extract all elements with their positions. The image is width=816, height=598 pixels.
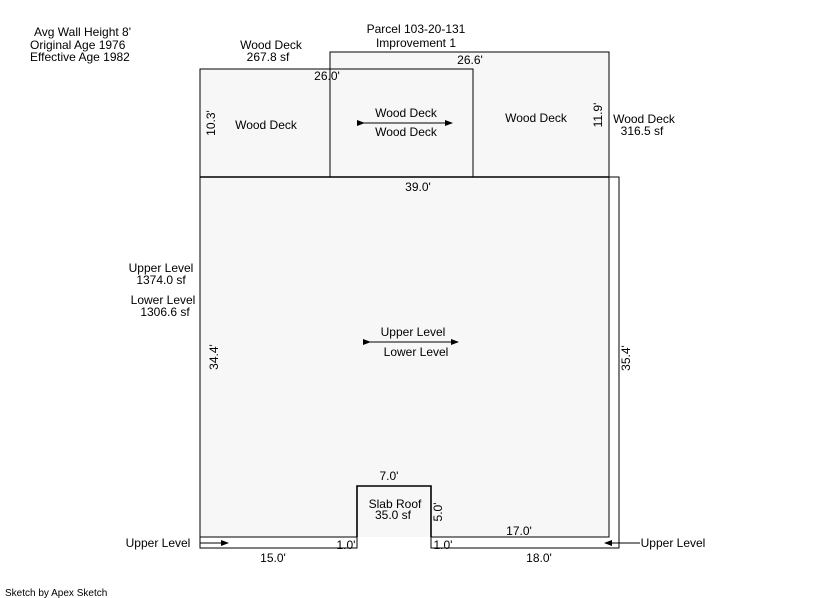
slab-width-dim: 7.0'	[380, 469, 399, 483]
slab-roof-outline	[356, 485, 432, 537]
upper-level-title: Upper Level	[129, 261, 194, 275]
left-deck-area	[200, 69, 330, 177]
main-right-dim: 35.4'	[619, 345, 633, 371]
callout-right-label: Upper Level	[641, 536, 706, 550]
slab-area: 35.0 sf	[375, 508, 412, 522]
right-deck-label: Wood Deck	[505, 111, 568, 125]
right-deck-area-text: 316.5 sf	[621, 124, 664, 138]
lower-level-area: 1306.6 sf	[140, 305, 190, 319]
main-label-lower: Lower Level	[384, 345, 449, 359]
left-deck-height-dim: 10.3'	[204, 110, 218, 136]
main-bottom-inner-right-dim: 17.0'	[506, 524, 532, 538]
bottom-left-dim: 15.0'	[260, 551, 286, 565]
footer-credit: Sketch by Apex Sketch	[5, 588, 107, 598]
dim-line-bottom-right	[430, 176, 620, 549]
slab-height-dim: 5.0'	[431, 503, 445, 522]
middle-deck-label-top: Wood Deck	[375, 106, 438, 120]
improvement-text: Improvement 1	[376, 36, 456, 50]
left-deck-area-text: 267.8 sf	[247, 50, 290, 64]
lower-level-title: Lower Level	[131, 293, 196, 307]
slab-title: Slab Roof	[369, 497, 422, 511]
right-deck-title: Wood Deck	[613, 112, 676, 126]
left-deck-label: Wood Deck	[235, 118, 298, 132]
main-level-area	[200, 177, 609, 537]
callout-left-label: Upper Level	[126, 536, 191, 550]
left-deck-title: Wood Deck	[240, 38, 303, 52]
right-deck-height-dim: 11.9'	[591, 103, 605, 128]
bottom-right-dim: 18.0'	[526, 551, 552, 565]
right-deck-area	[330, 52, 609, 177]
original-age-text: Original Age 1976	[30, 38, 126, 52]
upper-level-area: 1374.0 sf	[136, 273, 186, 287]
main-label-upper: Upper Level	[381, 325, 446, 339]
step-right-dim: 1.0'	[434, 538, 453, 552]
middle-deck-label-bottom: Wood Deck	[375, 125, 438, 139]
right-deck-width-dim: 26.6'	[457, 53, 483, 67]
effective-age-text: Effective Age 1982	[30, 50, 130, 64]
step-left-dim: 1.0'	[337, 538, 356, 552]
parcel-text: Parcel 103-20-131	[367, 22, 466, 36]
main-top-dim: 39.0'	[405, 180, 431, 194]
avg-wall-height-text: Avg Wall Height 8'	[34, 25, 131, 39]
left-deck-width-dim: 26.0'	[314, 69, 340, 83]
main-left-dim: 34.4'	[207, 344, 221, 370]
